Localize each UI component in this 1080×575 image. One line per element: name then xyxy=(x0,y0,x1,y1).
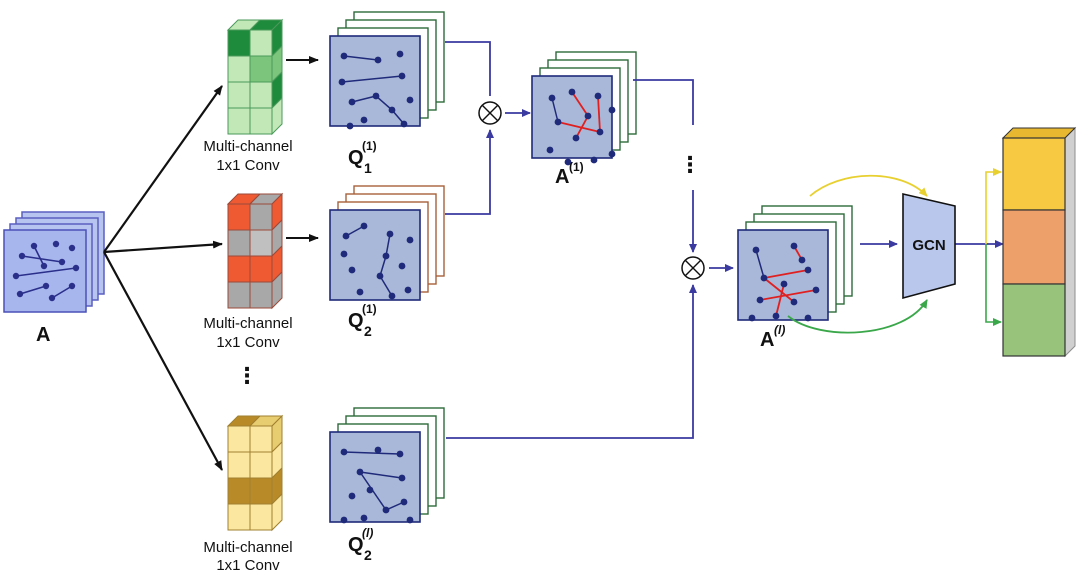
output-green-segment xyxy=(1002,283,1066,357)
conv-caption-mid-line2: 1x1 Conv xyxy=(216,334,280,351)
q2-label: Q 2 (1) xyxy=(348,302,377,339)
svg-text:(1): (1) xyxy=(362,139,377,153)
yellow-skip-curve xyxy=(809,174,928,197)
gcn-label: GCN xyxy=(912,237,945,254)
q2-graph-stack xyxy=(329,185,445,301)
q1-label: Q 1 (1) xyxy=(348,139,377,176)
arrow-to-green-conv xyxy=(103,85,223,253)
flow-lines xyxy=(445,41,1004,439)
q2-l-label: Q 2 (l) xyxy=(348,526,373,563)
output-stack xyxy=(1001,126,1077,358)
svg-text:(1): (1) xyxy=(362,302,377,316)
svg-text:Q: Q xyxy=(348,534,364,556)
svg-text:(1): (1) xyxy=(569,160,584,174)
svg-text:(l): (l) xyxy=(774,323,785,337)
svg-text:1: 1 xyxy=(364,160,372,176)
flow-ellipsis: ⋮ xyxy=(679,152,701,177)
conv-caption-top-line2: 1x1 Conv xyxy=(216,157,280,174)
output-branch-arrows xyxy=(985,168,1002,326)
al-label: A (l) xyxy=(760,323,785,351)
output-yellow-segment xyxy=(1002,137,1066,211)
conv-block-green xyxy=(226,18,284,136)
input-adjacency-stack xyxy=(3,211,105,313)
green-skip-curve xyxy=(787,299,928,334)
conv-caption-bot-line1: Multi-channel xyxy=(203,539,292,556)
arrow-to-yellow-conv xyxy=(103,251,223,471)
svg-text:Q: Q xyxy=(348,310,364,332)
svg-text:A: A xyxy=(760,329,774,351)
input-matrix-label: A xyxy=(36,324,50,346)
svg-text:2: 2 xyxy=(364,547,372,563)
al-graph-stack xyxy=(737,205,853,322)
a1-label: A (1) xyxy=(555,160,584,188)
multiply-operator-1 xyxy=(478,101,502,125)
svg-text:Q: Q xyxy=(348,147,364,169)
output-orange-segment xyxy=(1002,209,1066,285)
conv-to-q-arrows xyxy=(286,56,319,242)
q1-graph-stack xyxy=(329,11,445,130)
conv-block-yellow xyxy=(226,414,284,532)
arrow-to-red-conv xyxy=(103,240,223,254)
split-arrows xyxy=(103,85,223,471)
conv-caption-top-line1: Multi-channel xyxy=(203,138,292,155)
conv-caption-mid-line1: Multi-channel xyxy=(203,315,292,332)
multiply-operator-2 xyxy=(681,256,705,280)
conv-block-red xyxy=(226,192,284,310)
conv-ellipsis: ⋮ xyxy=(236,363,258,388)
svg-text:2: 2 xyxy=(364,323,372,339)
svg-text:(l): (l) xyxy=(362,526,373,540)
q2-l-graph-stack xyxy=(329,407,445,524)
svg-text:A: A xyxy=(555,166,569,188)
gcn-block: GCN xyxy=(902,192,956,300)
conv-caption-bot-line2: 1x1 Conv xyxy=(216,557,280,570)
a1-graph-stack xyxy=(531,51,637,166)
